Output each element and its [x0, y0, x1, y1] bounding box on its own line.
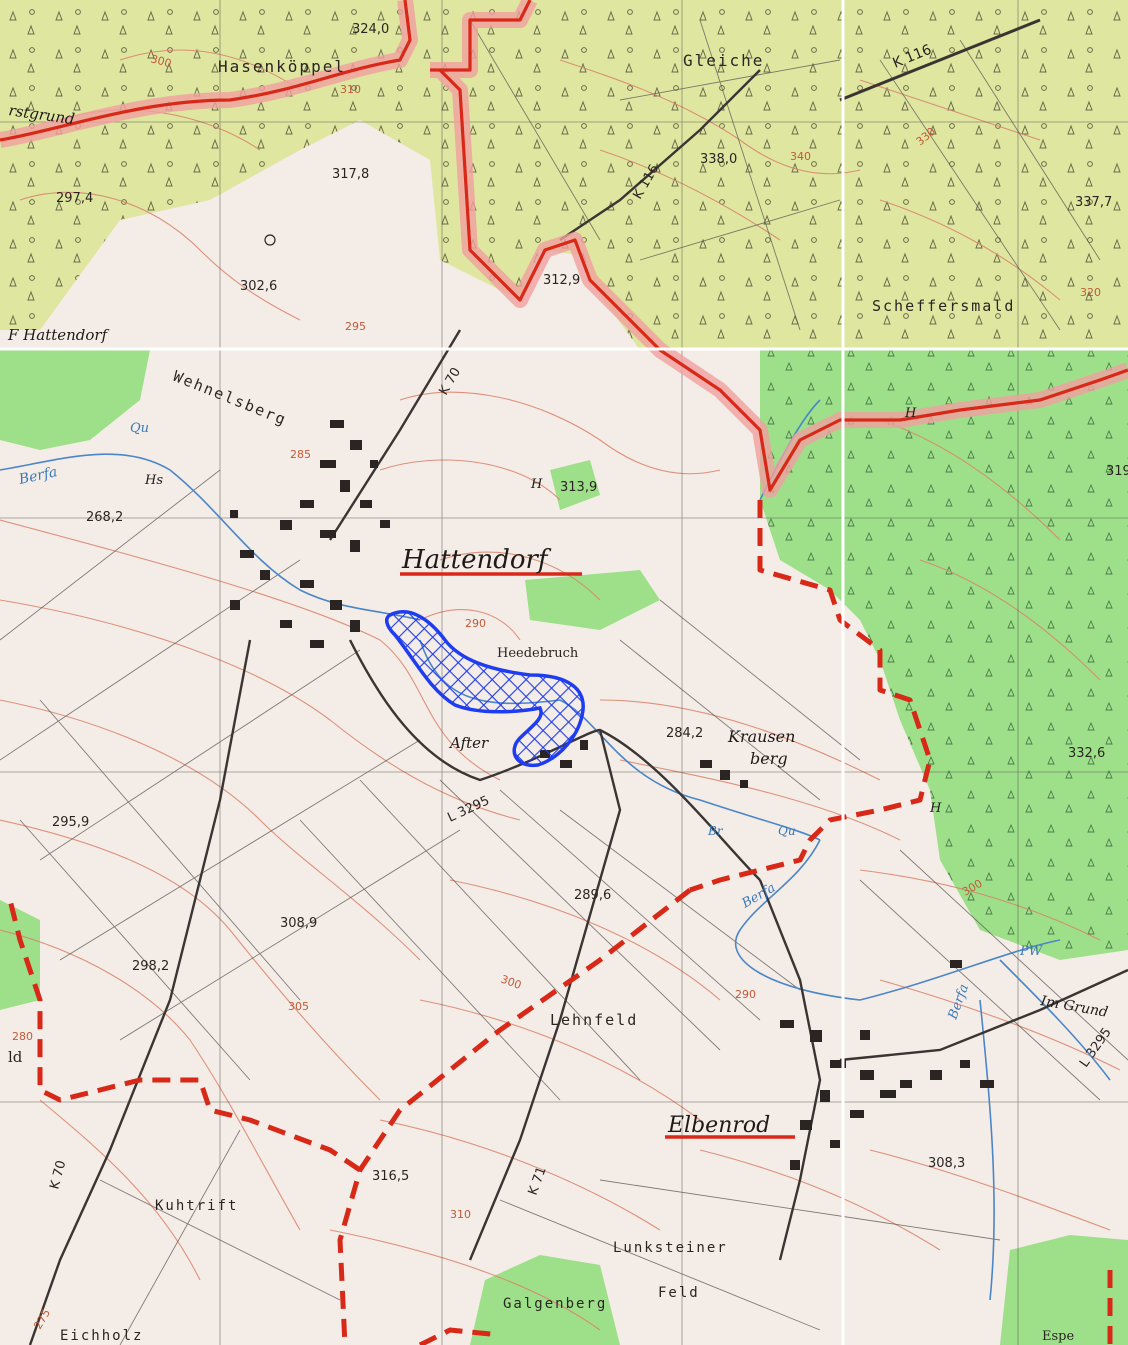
label-krausen: Krausen: [727, 727, 795, 746]
contour-label-340: 340: [790, 150, 811, 163]
label-heedebruch: Heedebruch: [497, 646, 579, 661]
label-lunksteiner: Lunksteiner: [613, 1240, 728, 1256]
spot-height-316: 316,5: [372, 1169, 409, 1184]
roads: [28, 18, 1128, 1345]
mast-icon: [264, 234, 276, 246]
stream-im-grund: [999, 959, 1111, 1081]
map-symbols: Hs H H H: [144, 234, 942, 816]
label-br: Br: [707, 824, 724, 838]
border-dashed-east: [689, 500, 933, 893]
label-berg: berg: [750, 749, 788, 768]
spot-height-313: 313,9: [560, 480, 597, 495]
settlement-elbenrod: [780, 960, 994, 1170]
contour-label-300a: 300: [149, 52, 173, 70]
contour-lines: [0, 49, 1121, 1331]
label-galgenberg: Galgenberg: [503, 1296, 607, 1312]
road-k116-east: [839, 18, 1041, 102]
symbol-h-2: H: [929, 801, 942, 816]
stream-berfa-east: [734, 839, 1061, 1001]
contour-label-295: 295: [345, 320, 366, 333]
spot-height-319: 319: [1106, 464, 1128, 479]
stream-southeast: [979, 999, 995, 1301]
label-feld: Feld: [658, 1285, 700, 1301]
border-line-north: [0, 0, 1128, 492]
road-elbenrod: [758, 879, 822, 1261]
label-pw: PW: [1019, 944, 1044, 959]
contour-label-310a: 310: [340, 83, 361, 96]
border-dashed-bottom: [418, 1327, 501, 1345]
label-lehnfeld: Lehnfeld: [550, 1011, 638, 1029]
road-k116: [559, 69, 761, 241]
label-scheffersmald: Scheffersmald: [872, 297, 1015, 315]
forest-mid: [525, 570, 660, 630]
label-hasenkoppel: Hasenköppel: [218, 57, 346, 76]
spot-height-338: 338,0: [700, 152, 737, 167]
contour-label-320: 320: [1080, 286, 1101, 299]
border-dashed: [7, 500, 1113, 1345]
spot-height-284: 284,2: [666, 726, 703, 741]
contour-label-280: 280: [12, 1030, 33, 1043]
label-after: After: [448, 734, 489, 752]
spot-height-317: 317,8: [332, 167, 369, 182]
spot-height-324: 324,0: [352, 22, 389, 37]
symbol-h-1: H: [530, 477, 543, 492]
spot-height-302: 302,6: [240, 279, 277, 294]
spot-height-308: 308,9: [280, 916, 317, 931]
label-hattendorf-edge: F Hattendorf: [7, 326, 110, 344]
spot-height-337: 337,7: [1075, 195, 1112, 210]
settlement-hattendorf: [230, 420, 390, 648]
spot-heights: 324,0 317,8 297,4 302,6 338,0 337,7 312,…: [52, 22, 1128, 1184]
forest-west-edge: [0, 900, 40, 1010]
label-eichholz: Eichholz: [60, 1328, 143, 1344]
road-k71: [468, 729, 622, 1261]
label-espe: Espe: [1042, 1329, 1074, 1344]
spot-height-298: 298,2: [132, 959, 169, 974]
forest-west: [0, 350, 150, 450]
border-upper: [0, 0, 1128, 498]
spot-height-312: 312,9: [543, 273, 580, 288]
label-elbenrod: Elbenrod: [667, 1113, 770, 1138]
road-k70-north: [328, 329, 462, 541]
contour-labels: 300 310 340 330 320 285 290 305 300 310 …: [12, 52, 1101, 1331]
forest-knoll: [550, 460, 600, 510]
contour-label-310b: 310: [450, 1208, 471, 1221]
contour-label-290b: 290: [735, 988, 756, 1001]
spot-height-268: 268,2: [86, 510, 123, 525]
spot-height-295: 295,9: [52, 815, 89, 830]
label-qu-1: Qu: [130, 421, 149, 436]
forest-east-trees: [760, 350, 1128, 960]
border-dashed-southwest: [337, 888, 692, 1345]
highlighted-area[interactable]: [385, 610, 585, 767]
contour-label-290: 290: [465, 617, 486, 630]
road-east-l3295: [839, 968, 1128, 1062]
contour-label-305: 305: [288, 1000, 309, 1013]
road-k70-south: [28, 639, 252, 1345]
label-kuhtrift: Kuhtrift: [155, 1198, 238, 1214]
label-hattendorf: Hattendorf: [401, 545, 552, 575]
spot-height-289: 289,6: [574, 888, 611, 903]
forest-southeast: [1000, 1235, 1128, 1345]
label-qu-2: Qu: [778, 824, 796, 838]
border-dashed-west: [7, 899, 362, 1173]
field-tracks: [0, 19, 1128, 1345]
symbol-h-3: H: [904, 406, 917, 421]
settlements: [230, 420, 994, 1170]
spot-height-332: 332,6: [1068, 746, 1105, 761]
spot-height-308-3: 308,3: [928, 1156, 965, 1171]
symbol-hs: Hs: [144, 473, 163, 488]
label-gleiche: Gleiche: [683, 51, 764, 70]
contour-label-285: 285: [290, 448, 311, 461]
label-ld: ld: [8, 1048, 23, 1066]
settlement-krausenberg: [700, 760, 748, 788]
stream-berfa-west: [0, 453, 421, 621]
label-k70-b: K 70: [47, 1159, 69, 1191]
forest-south: [470, 1255, 620, 1345]
spot-height-297: 297,4: [56, 191, 93, 206]
